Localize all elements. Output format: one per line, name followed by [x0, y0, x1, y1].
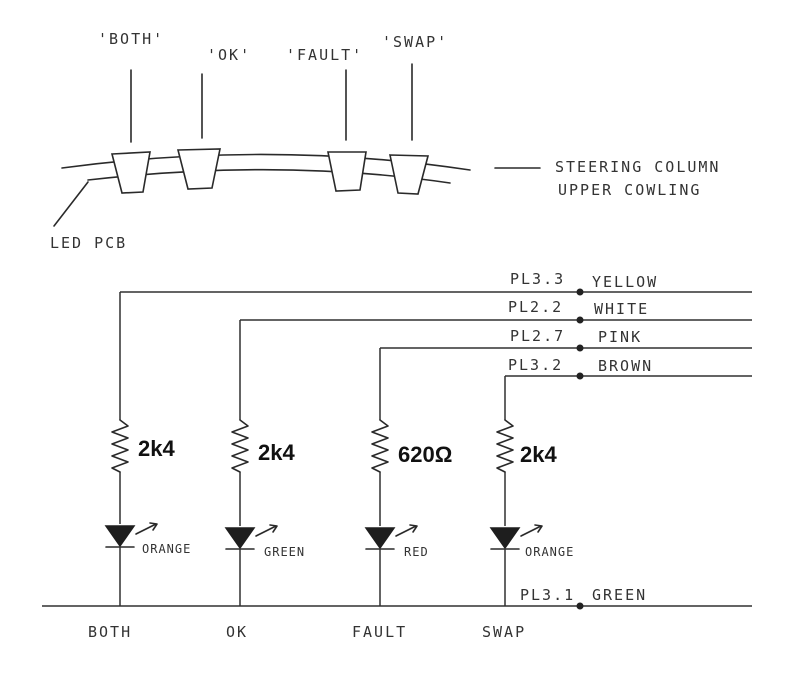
ground-pin: PL3.1	[520, 586, 575, 604]
label-cowling-line2: UPPER COWLING	[558, 181, 701, 199]
led-emission-arrow	[135, 522, 158, 535]
rail-brown: PL3.2 BROWN	[505, 356, 752, 380]
resistor-symbol	[231, 419, 249, 473]
connector-pin-3: PL2.7	[510, 327, 565, 345]
label-top-swap: 'SWAP'	[382, 33, 448, 51]
lens-ok	[176, 148, 221, 190]
pointer-pcb	[53, 181, 89, 227]
lens-both	[110, 151, 151, 194]
junction-dot	[576, 316, 584, 324]
connector-colour-3: PINK	[598, 328, 642, 346]
label-top-ok: 'OK'	[207, 46, 251, 64]
label-led-pcb: LED PCB	[50, 234, 127, 252]
channel-name-3: FAULT	[352, 623, 407, 641]
resistor-symbol	[371, 419, 389, 473]
rail-white: PL2.2 WHITE	[240, 298, 752, 324]
junction-dot	[576, 344, 584, 352]
led-colour-4: ORANGE	[525, 545, 574, 559]
channel-swap: 2k4 ORANGE SWAP	[482, 376, 574, 641]
lens-fault	[327, 151, 367, 192]
schematic: PL3.3 YELLOW PL2.2 WHITE PL2.7 PINK PL3.…	[42, 270, 752, 641]
resistor-value-4: 2k4	[520, 442, 557, 467]
junction-dot	[576, 372, 584, 380]
resistor-symbol	[111, 419, 129, 473]
channel-both: 2k4 ORANGE BOTH	[88, 292, 191, 641]
resistor-value-1: 2k4	[138, 436, 175, 461]
connector-pin-2: PL2.2	[508, 298, 563, 316]
led-emission-arrow	[255, 524, 278, 537]
ground-colour: GREEN	[592, 586, 647, 604]
channel-name-2: OK	[226, 623, 248, 641]
connector-colour-4: BROWN	[598, 357, 653, 375]
channel-name-4: SWAP	[482, 623, 526, 641]
channel-name-1: BOTH	[88, 623, 132, 641]
connector-colour-1: YELLOW	[592, 273, 658, 291]
channel-ok: 2k4 GREEN OK	[224, 320, 305, 641]
resistor-value-3: 620Ω	[398, 442, 452, 467]
label-cowling-line1: STEERING COLUMN	[555, 158, 720, 176]
rail-ground: PL3.1 GREEN	[42, 586, 752, 610]
connector-pin-4: PL3.2	[508, 356, 563, 374]
cowling-sketch: 'BOTH' 'OK' 'FAULT' 'SWAP' STEERING COLU…	[50, 30, 720, 252]
led-symbol	[224, 527, 256, 550]
rail-yellow: PL3.3 YELLOW	[120, 270, 752, 296]
resistor-value-2: 2k4	[258, 440, 295, 465]
lens-swap	[389, 154, 430, 195]
rail-pink: PL2.7 PINK	[380, 327, 752, 352]
led-colour-3: RED	[404, 545, 429, 559]
led-colour-2: GREEN	[264, 545, 305, 559]
led-colour-1: ORANGE	[142, 542, 191, 556]
connector-pin-1: PL3.3	[510, 270, 565, 288]
label-top-fault: 'FAULT'	[286, 46, 363, 64]
label-top-both: 'BOTH'	[98, 30, 164, 48]
led-emission-arrow	[395, 524, 418, 537]
channel-fault: 620Ω RED FAULT	[352, 348, 452, 641]
led-symbol	[364, 527, 396, 550]
led-emission-arrow	[520, 524, 543, 537]
junction-dot	[576, 602, 584, 610]
led-symbol	[104, 525, 136, 548]
led-symbol	[489, 527, 521, 550]
connector-colour-2: WHITE	[594, 300, 649, 318]
junction-dot	[576, 288, 584, 296]
resistor-symbol	[496, 419, 514, 473]
